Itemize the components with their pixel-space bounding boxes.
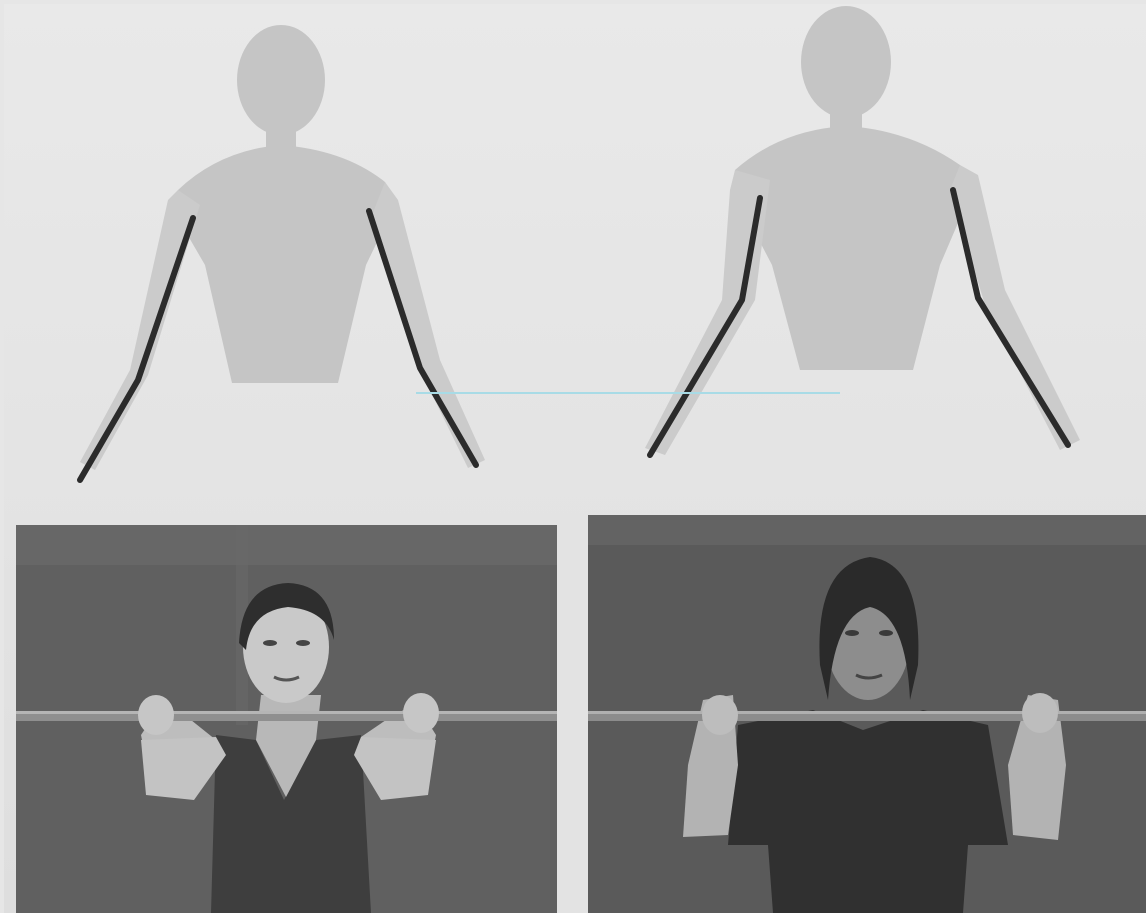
arm-diagrams: [0, 0, 1146, 520]
left-arm-silhouette-right: [645, 170, 770, 455]
arm-position-diagram-right: [645, 6, 1080, 455]
left-arm-silhouette-left: [80, 190, 200, 470]
torso-silhouette-left: [173, 145, 395, 383]
torso-silhouette-right: [735, 126, 970, 370]
right-arm-silhouette-right: [950, 165, 1080, 450]
barbell-photo-right: [588, 515, 1146, 913]
arm-position-diagram-left: [80, 25, 485, 480]
barbell-photo-left: [16, 525, 557, 913]
photo-gutter: [557, 515, 588, 913]
right-arm-silhouette-left: [372, 182, 485, 468]
head-silhouette-left: [237, 25, 325, 135]
head-silhouette-right: [801, 6, 891, 118]
